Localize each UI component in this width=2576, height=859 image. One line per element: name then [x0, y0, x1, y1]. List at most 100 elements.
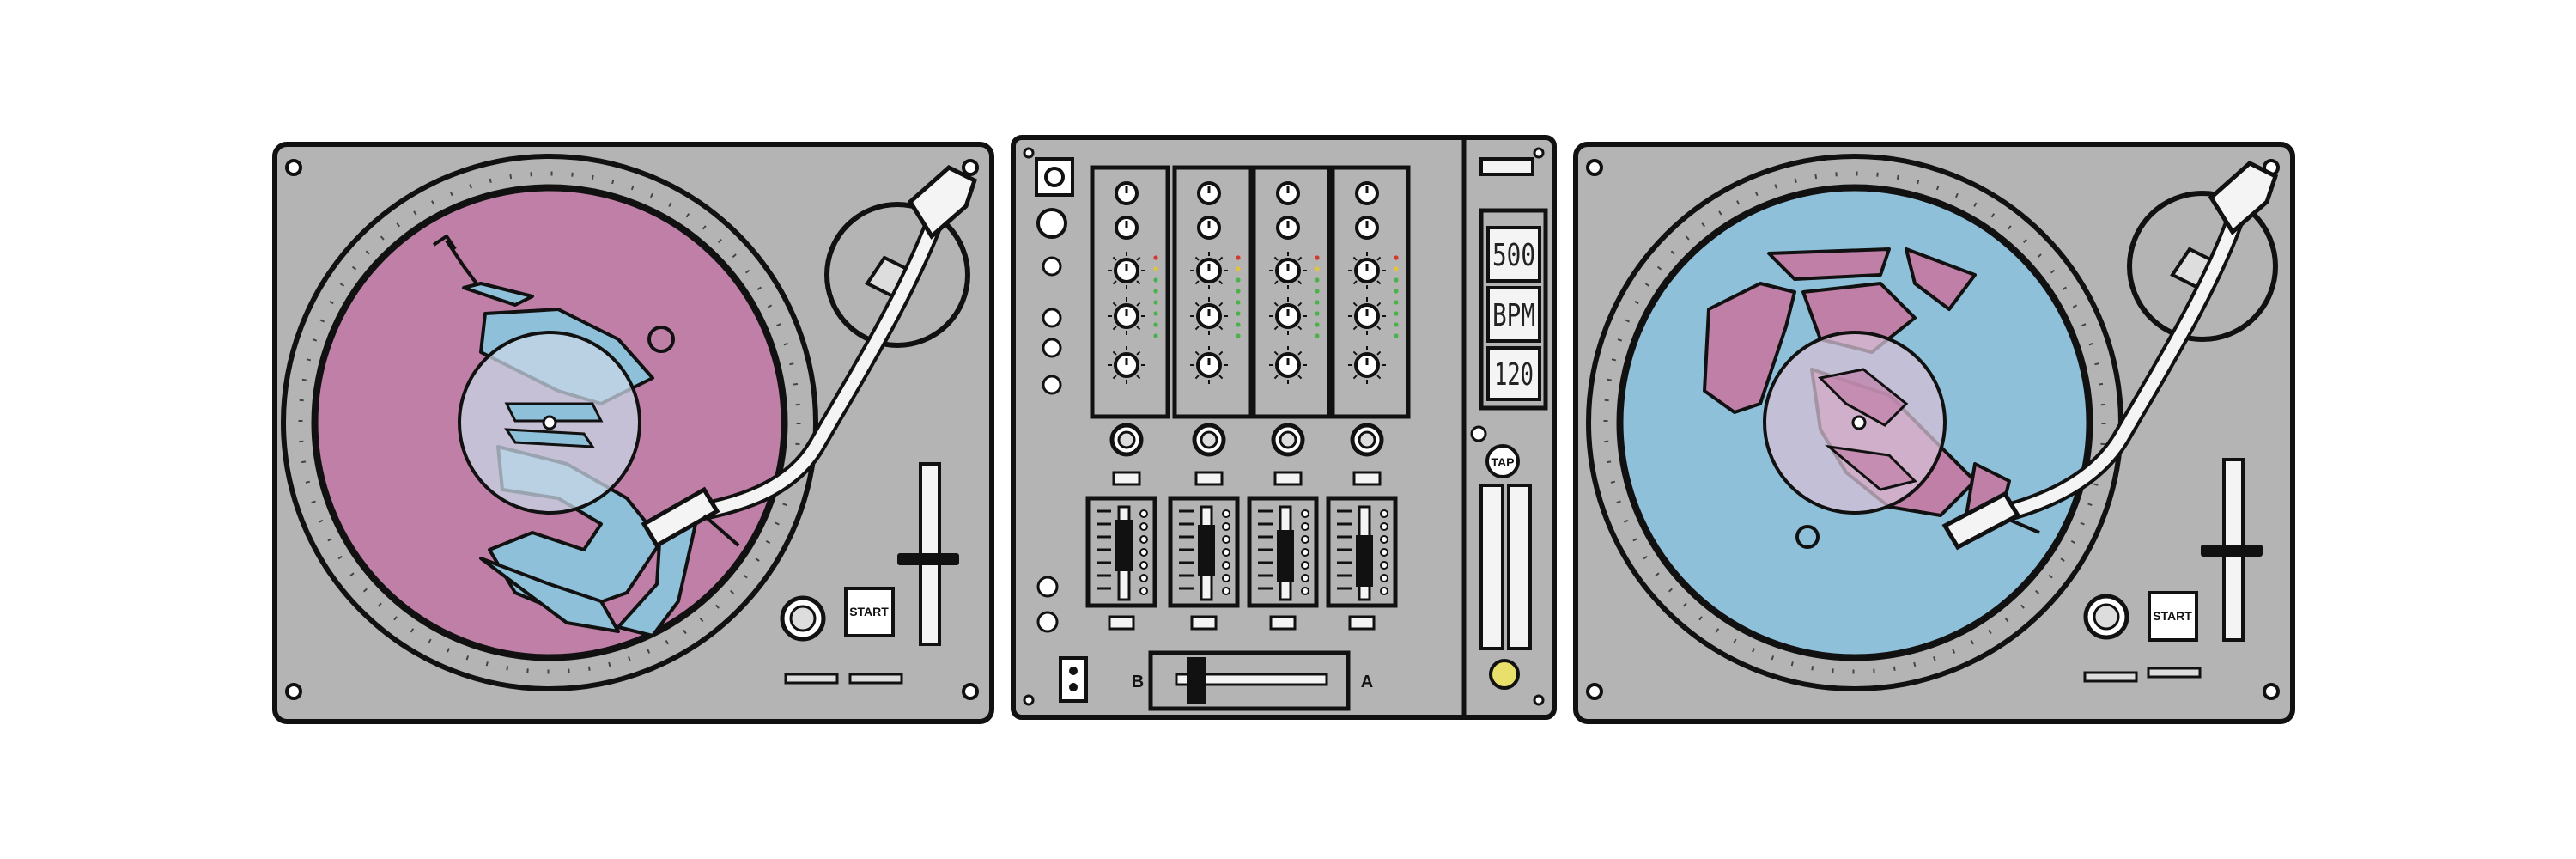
screw-icon — [962, 159, 979, 176]
knob-tick — [1194, 350, 1200, 356]
util-knob-3[interactable] — [1042, 338, 1062, 358]
channel-led — [1153, 322, 1158, 327]
knob-tick — [1194, 326, 1200, 331]
knob-tick — [1218, 256, 1224, 261]
fader-led — [1222, 535, 1230, 544]
right-spindle — [1851, 415, 1867, 430]
fader-led — [1222, 548, 1230, 557]
fader-led — [1380, 535, 1388, 544]
right-platter-edge[interactable] — [1616, 184, 2093, 661]
master-meter-left — [1479, 484, 1504, 650]
right-start-button[interactable] — [2148, 591, 2198, 642]
left-platter-edge[interactable] — [311, 184, 788, 661]
right-start-label: START — [2153, 609, 2192, 623]
cue-mix-knob[interactable] — [1036, 576, 1059, 598]
cue-level-knob[interactable] — [1036, 611, 1059, 633]
power-switch[interactable] — [1059, 656, 1088, 703]
knob-tick — [1112, 350, 1117, 356]
fader-led — [1380, 587, 1388, 595]
knob-tick — [1297, 256, 1303, 261]
knob-tick — [1218, 326, 1224, 331]
left-start-label: START — [849, 605, 889, 618]
knob-tick — [1194, 375, 1200, 380]
fader-led — [1380, 522, 1388, 531]
channel-led — [1236, 277, 1241, 283]
fader-led — [1139, 509, 1148, 518]
channel-fader-knob[interactable] — [1277, 530, 1294, 582]
channel-led — [1315, 277, 1320, 283]
right-33-button[interactable] — [2083, 671, 2138, 683]
util-knob-4[interactable] — [1042, 375, 1062, 395]
fader-led — [1380, 509, 1388, 518]
left-turntable: START — [272, 142, 994, 724]
channel-led — [1315, 333, 1320, 338]
knob-tick — [1136, 375, 1141, 380]
left-pitch-slider[interactable] — [897, 553, 959, 565]
tempo-knob[interactable] — [1470, 425, 1487, 442]
channel-led — [1236, 289, 1241, 294]
channel-fader-knob[interactable] — [1198, 525, 1215, 576]
knob-tick — [1376, 326, 1382, 331]
util-knob-2[interactable] — [1042, 308, 1062, 328]
left-spindle — [542, 415, 557, 430]
left-headshell[interactable] — [641, 486, 720, 549]
knob-tick — [1352, 302, 1358, 307]
crossfader-knob[interactable] — [1187, 657, 1206, 704]
screw-icon — [285, 683, 302, 700]
right-pitch-slider[interactable] — [2201, 545, 2263, 557]
tap-label: TAP — [1492, 455, 1515, 469]
left-45-button[interactable] — [848, 673, 903, 685]
fader-led — [1222, 509, 1230, 518]
knob-tick — [1297, 326, 1303, 331]
channel-assign-switch[interactable] — [1190, 615, 1218, 631]
left-start-button[interactable] — [844, 587, 895, 637]
channel-fader-knob[interactable] — [1356, 535, 1373, 587]
knob-tick — [1376, 375, 1382, 380]
fader-led — [1301, 509, 1309, 518]
display-top-slot — [1479, 157, 1534, 176]
right-headshell[interactable] — [1941, 490, 2021, 551]
channel-cue-button[interactable] — [1194, 471, 1224, 486]
channel-assign-switch[interactable] — [1348, 615, 1376, 631]
knob-tick — [1136, 256, 1141, 261]
knob-tick — [1136, 280, 1141, 285]
left-33-button[interactable] — [784, 673, 839, 685]
right-platter-dots — [1603, 171, 2106, 674]
channel-cue-button[interactable] — [1273, 471, 1303, 486]
knob-tick — [1194, 280, 1200, 285]
channel-assign-switch[interactable] — [1269, 615, 1297, 631]
knob-tick — [1376, 280, 1382, 285]
screw-icon — [1533, 147, 1545, 159]
fader-led — [1139, 561, 1148, 570]
channel-led — [1153, 289, 1158, 294]
fader-led — [1301, 561, 1309, 570]
knob-tick — [1112, 375, 1117, 380]
channel-cue-button[interactable] — [1112, 471, 1141, 486]
channel-led — [1315, 289, 1320, 294]
mic-input-icon[interactable] — [1036, 208, 1067, 239]
right-45-button[interactable] — [2147, 667, 2202, 679]
channel-fader-knob[interactable] — [1115, 520, 1133, 571]
channel-assign-switch[interactable] — [1108, 615, 1135, 631]
channel-led — [1394, 322, 1399, 327]
util-knob-1[interactable] — [1042, 256, 1062, 277]
channel-cue-button[interactable] — [1352, 471, 1382, 486]
right-label-art — [1817, 368, 1917, 491]
right-counterweight[interactable] — [2208, 161, 2279, 235]
channel-led — [1315, 322, 1320, 327]
channel-led — [1236, 311, 1241, 316]
channel-led — [1153, 266, 1158, 271]
screw-icon — [2263, 683, 2280, 700]
left-counterweight[interactable] — [907, 165, 978, 240]
left-platter-dots — [298, 171, 801, 674]
channel-led — [1153, 333, 1158, 338]
master-cue-button[interactable] — [1489, 659, 1520, 690]
knob-tick — [1297, 375, 1303, 380]
channel-led — [1236, 333, 1241, 338]
fader-led — [1380, 548, 1388, 557]
master-meter-right — [1507, 484, 1532, 650]
tap-button[interactable] — [1485, 444, 1520, 478]
bpm-display-line2: BPM — [1492, 298, 1535, 333]
knob-tick — [1273, 350, 1279, 356]
